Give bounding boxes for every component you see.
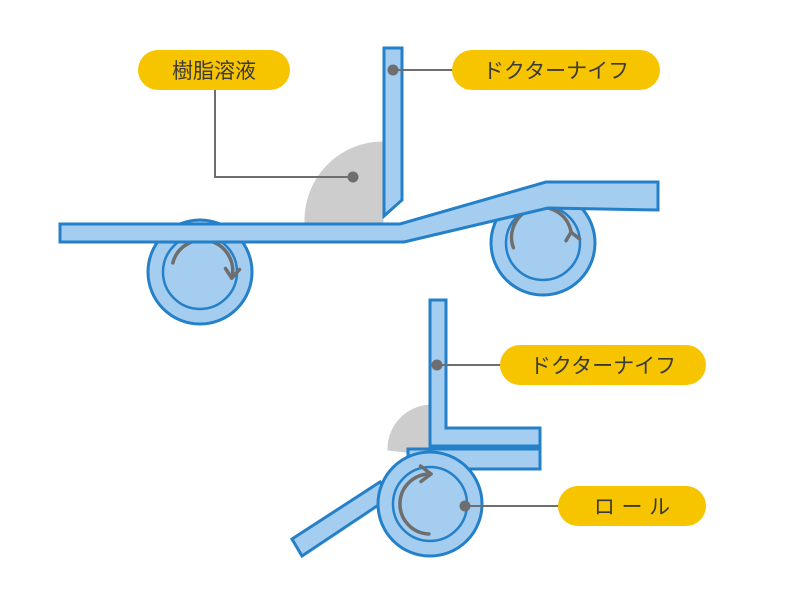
left-roll [146,218,254,326]
arrowhead-icon [418,464,433,484]
doctor-knife-bottom-label: ドクターナイフ [500,345,706,385]
resin-solution-label: 樹脂溶液 [138,50,290,90]
leader-dot [431,359,443,371]
leader-dot [387,64,399,76]
substrate-film [58,180,660,244]
arrowhead-icon [223,266,242,280]
svg-text:ロ ー ル: ロ ー ル [594,495,670,519]
substrate-film [289,480,395,559]
leader-dot [459,500,471,512]
rotation-arrow-icon [398,472,433,536]
resin-solution-leader [214,90,353,178]
arrowhead-icon [564,230,582,243]
svg-text:ドクターナイフ: ドクターナイフ [483,59,629,83]
top-diagram: 樹脂溶液 ドクターナイフ [58,46,660,326]
svg-text:樹脂溶液: 樹脂溶液 [172,59,256,83]
svg-text:ドクターナイフ: ドクターナイフ [530,354,676,378]
resin-solution-puddle [304,141,384,223]
doctor-knife-blade [382,46,404,220]
doctor-knife-blade [428,298,542,448]
leader-dot [347,171,359,183]
bottom-diagram: ドクターナイフ ロ ー ル [289,298,706,559]
doctor-knife-top-label: ドクターナイフ [452,50,660,90]
roll-label: ロ ー ル [558,486,706,526]
